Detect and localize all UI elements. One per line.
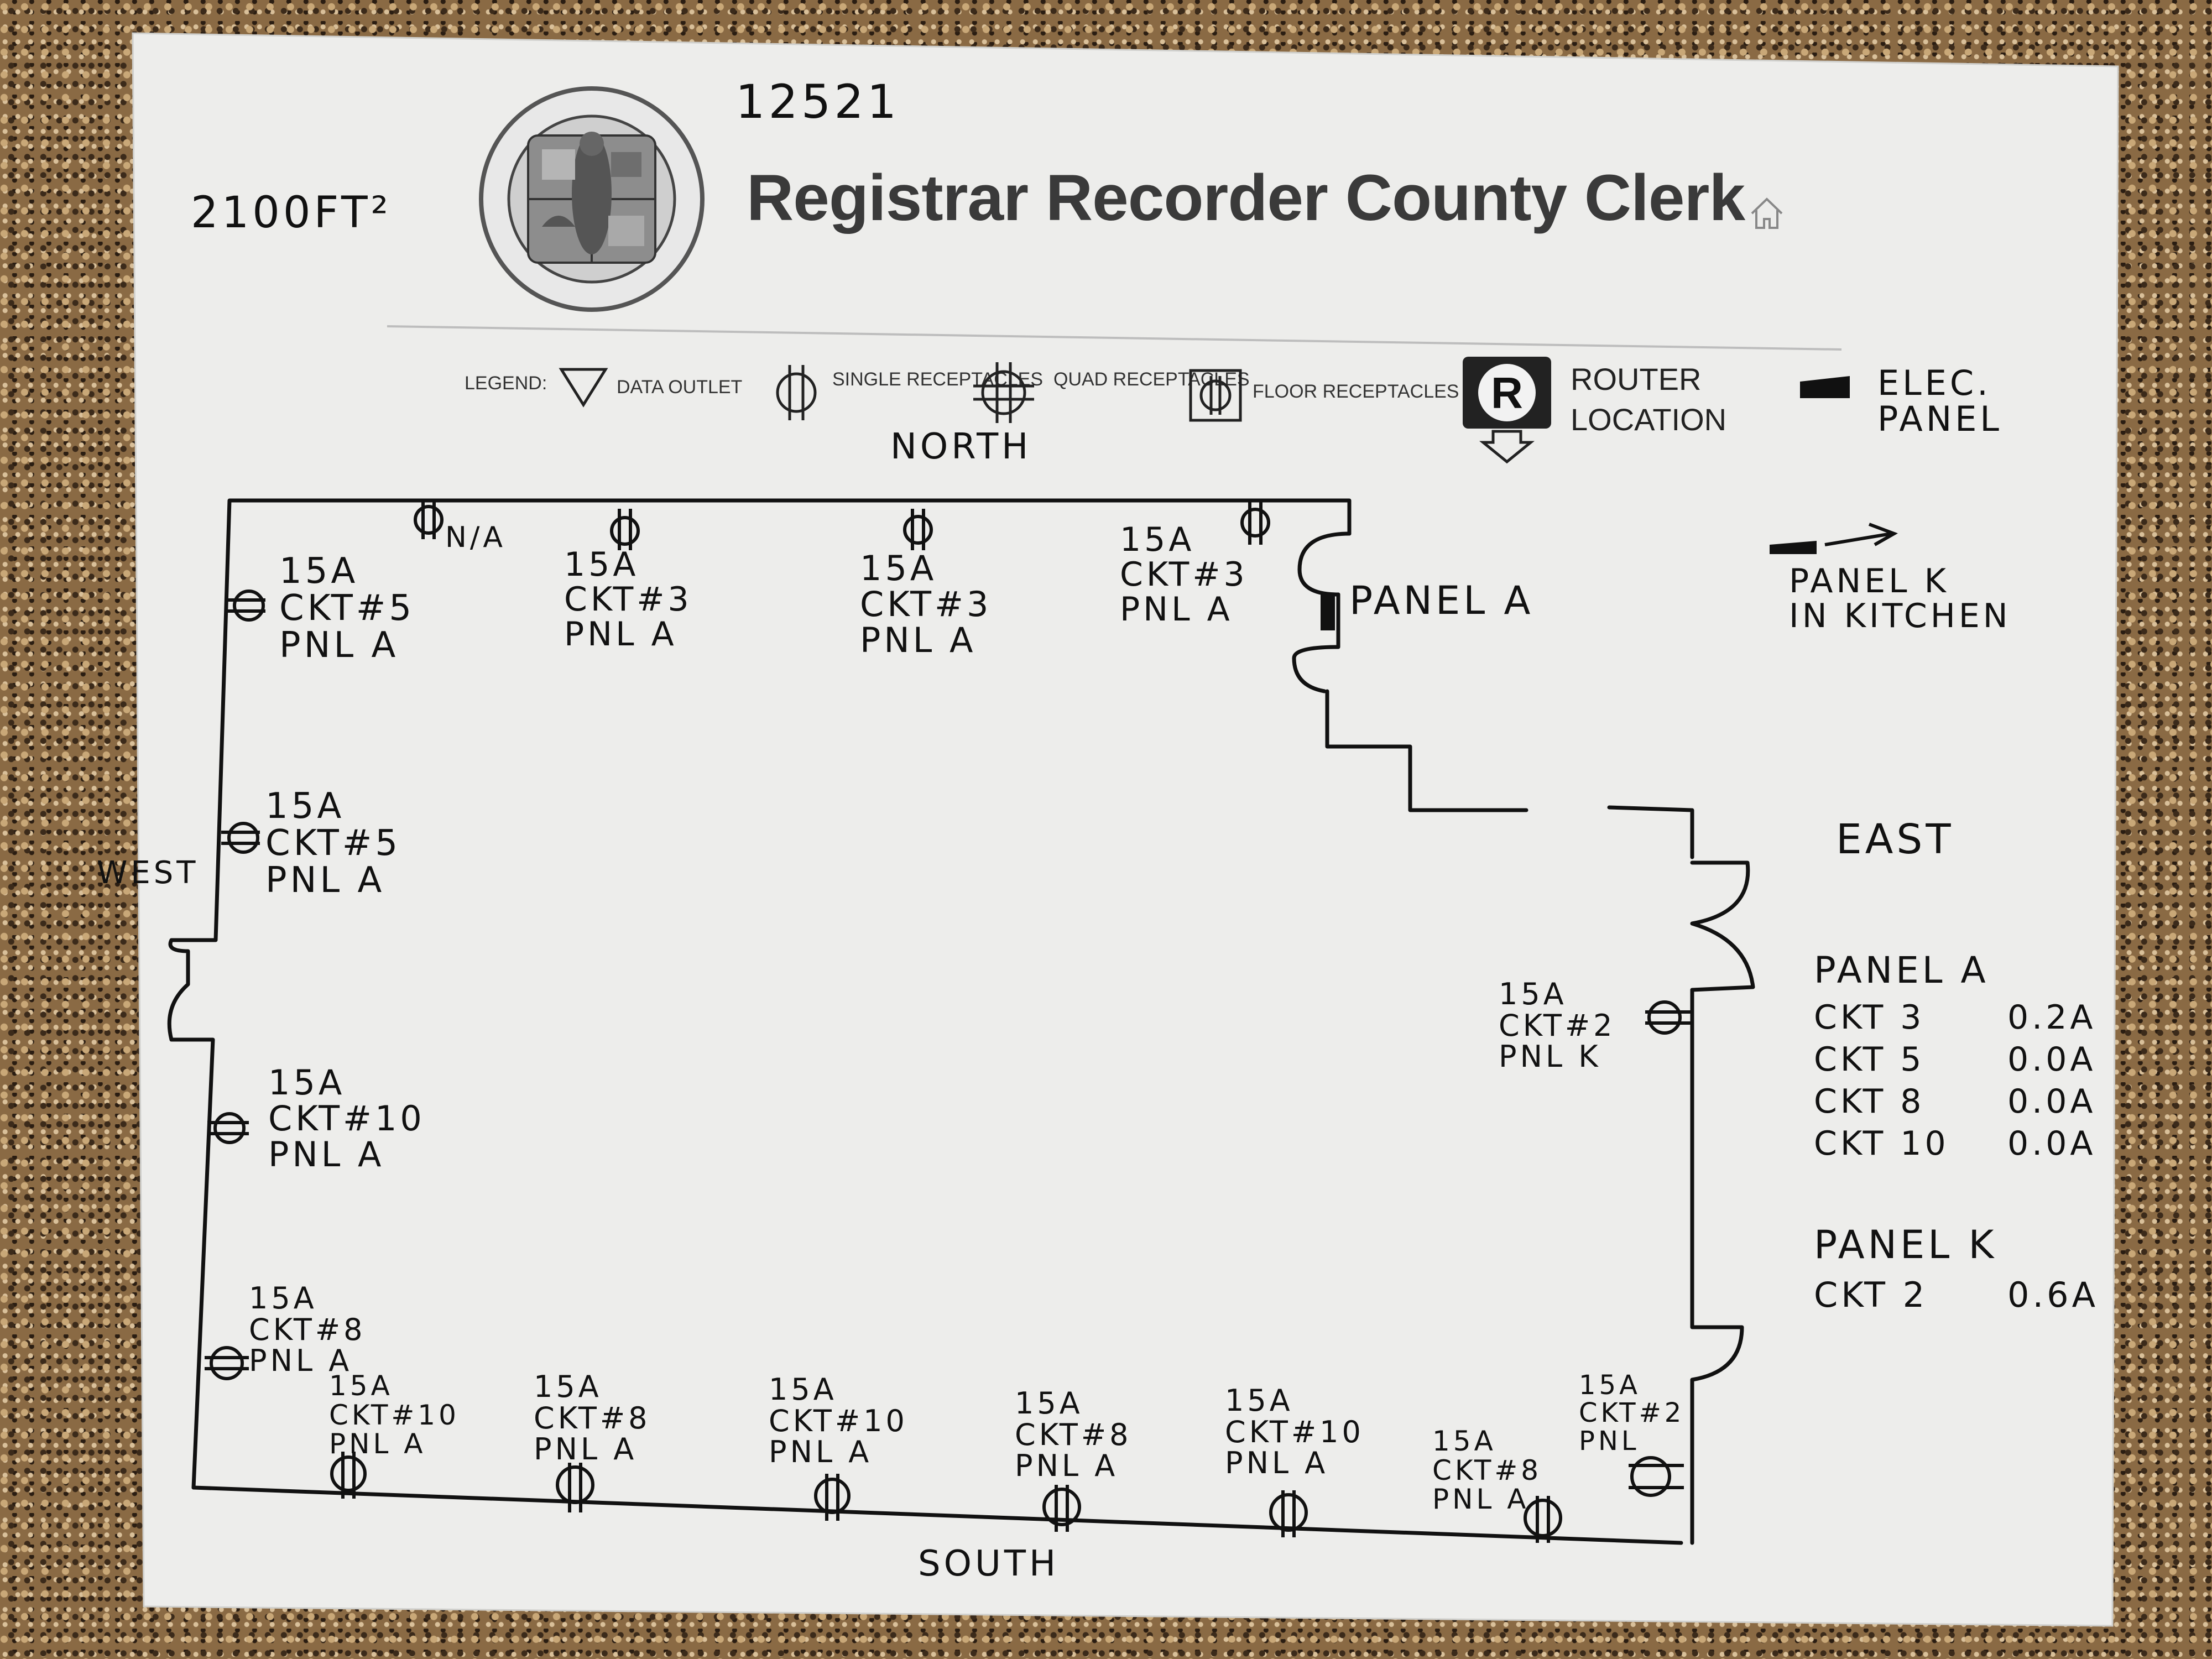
panel-summary-row: CKT 2 0.6A: [1814, 1274, 2095, 1319]
single-receptacle-icon: [610, 509, 640, 550]
id-number: 12521: [735, 75, 900, 129]
panel-summary-title: PANEL K: [1814, 1222, 1997, 1267]
compass-west: WEST: [97, 855, 199, 891]
receptacle-label: 15A CKT#3 PNL A: [1120, 520, 1248, 629]
receptacle-label: 15A CKT#3 PNL A: [860, 548, 992, 661]
single-receptacle-icon: [776, 365, 817, 420]
legend-item-label: ELEC. PANEL: [1877, 363, 2002, 440]
single-receptacle-icon: [1240, 500, 1270, 545]
circuit-label: CKT 5: [1814, 1040, 1925, 1079]
elec-panel-a-icon: [1321, 594, 1335, 630]
receptacle-label: 15A CKT#5 PNL A: [279, 551, 415, 666]
panel-a-summary: PANEL A CKT 3 0.2A CKT 5 0.0A CKT 8 0.0A…: [1814, 949, 2093, 1168]
receptacle-label: 15A CKT#10 PNL A: [769, 1372, 908, 1470]
circuit-label: CKT 10: [1814, 1124, 1949, 1164]
receptacle-label: 15A CKT#10 PNL A: [1225, 1383, 1364, 1481]
circuit-label: CKT 3: [1814, 998, 1925, 1037]
circuit-amps: 0.2A: [2007, 998, 2096, 1037]
single-receptacle-icon: [221, 822, 260, 854]
receptacle-label: 15A CKT#2 PNL K: [1499, 977, 1616, 1074]
page-title: Registrar Recorder County Clerk: [747, 161, 1745, 234]
panel-summary-title: PANEL A: [1814, 949, 1989, 992]
legend-item-label: FLOOR RECEPTACLES: [1253, 381, 1459, 402]
panel-summary-row: CKT 8 0.0A: [1814, 1082, 2093, 1126]
single-receptacle-icon: [1645, 1000, 1692, 1035]
single-receptacle-icon: [903, 509, 933, 550]
compass-east: EAST: [1836, 816, 1954, 863]
receptacle-label: 15A CKT#8 PNL A: [1432, 1425, 1542, 1515]
circuit-amps: 0.6A: [2007, 1274, 2099, 1315]
circuit-label: CKT 2: [1814, 1274, 1928, 1315]
receptacle-label: 15A CKT#8 PNL A: [249, 1281, 366, 1379]
receptacle-label: 15A CKT#10 PNL A: [268, 1062, 425, 1175]
elec-panel-icon: [1800, 376, 1850, 398]
panel-summary-row: CKT 3 0.2A: [1814, 998, 2093, 1042]
legend-item-label: ROUTER LOCATION: [1571, 362, 1727, 437]
single-receptacle-icon: [414, 500, 444, 539]
panel-k-summary: PANEL K CKT 2 0.6A: [1814, 1222, 2095, 1319]
receptacle-label: 15A CKT#8 PNL A: [1015, 1386, 1132, 1484]
quad-receptacle-icon: [973, 362, 1034, 423]
circuit-label: CKT 8: [1814, 1082, 1925, 1121]
header-divider: [387, 325, 1842, 351]
receptacle-label: 15A CKT#10 PNL A: [329, 1370, 460, 1460]
single-receptacle-icon: [1042, 1485, 1081, 1532]
compass-south: SOUTH: [918, 1543, 1060, 1584]
single-receptacle-icon: [207, 1112, 249, 1144]
receptacle-label: 15A CKT#2 PNL: [1579, 1370, 1685, 1457]
panel-k-note: PANEL K IN KITCHEN: [1789, 562, 2011, 635]
single-receptacle-icon: [205, 1346, 249, 1380]
panel-summary-row: CKT 10 0.0A: [1814, 1124, 2093, 1168]
single-receptacle-icon: [556, 1463, 594, 1512]
router-icon: R: [1463, 357, 1551, 464]
single-receptacle-icon: [1269, 1490, 1308, 1537]
svg-text:R: R: [1491, 368, 1523, 418]
receptacle-label: N/A: [445, 521, 506, 554]
receptacle-label: 15A CKT#5 PNL A: [265, 786, 401, 901]
single-receptacle-icon: [814, 1474, 851, 1521]
data-outlet-icon: [559, 368, 608, 408]
panel-summary-row: CKT 5 0.0A: [1814, 1040, 2093, 1084]
panel-a-label: PANEL A: [1349, 578, 1534, 623]
single-receptacle-icon: [1629, 1456, 1684, 1497]
single-receptacle-icon: [1524, 1496, 1562, 1543]
compass-north: NORTH: [890, 426, 1032, 467]
circuit-amps: 0.0A: [2007, 1124, 2096, 1164]
single-receptacle-icon: [330, 1452, 367, 1499]
area-label: 2100FT²: [191, 188, 392, 238]
circuit-amps: 0.0A: [2007, 1082, 2096, 1121]
legend-item-label: DATA OUTLET: [617, 377, 743, 398]
county-seal-icon: [479, 86, 705, 312]
home-icon: [1751, 197, 1783, 229]
elec-panel-icon: [1770, 541, 1817, 554]
receptacle-label: 15A CKT#8 PNL A: [534, 1369, 651, 1467]
floor-receptacle-icon: [1189, 369, 1242, 422]
single-receptacle-icon: [227, 589, 265, 622]
legend-label: LEGEND:: [465, 373, 547, 394]
legend-item-label: QUAD RECEPTACLES: [1053, 369, 1250, 390]
receptacle-label: 15A CKT#3 PNL A: [564, 545, 692, 654]
circuit-amps: 0.0A: [2007, 1040, 2096, 1079]
